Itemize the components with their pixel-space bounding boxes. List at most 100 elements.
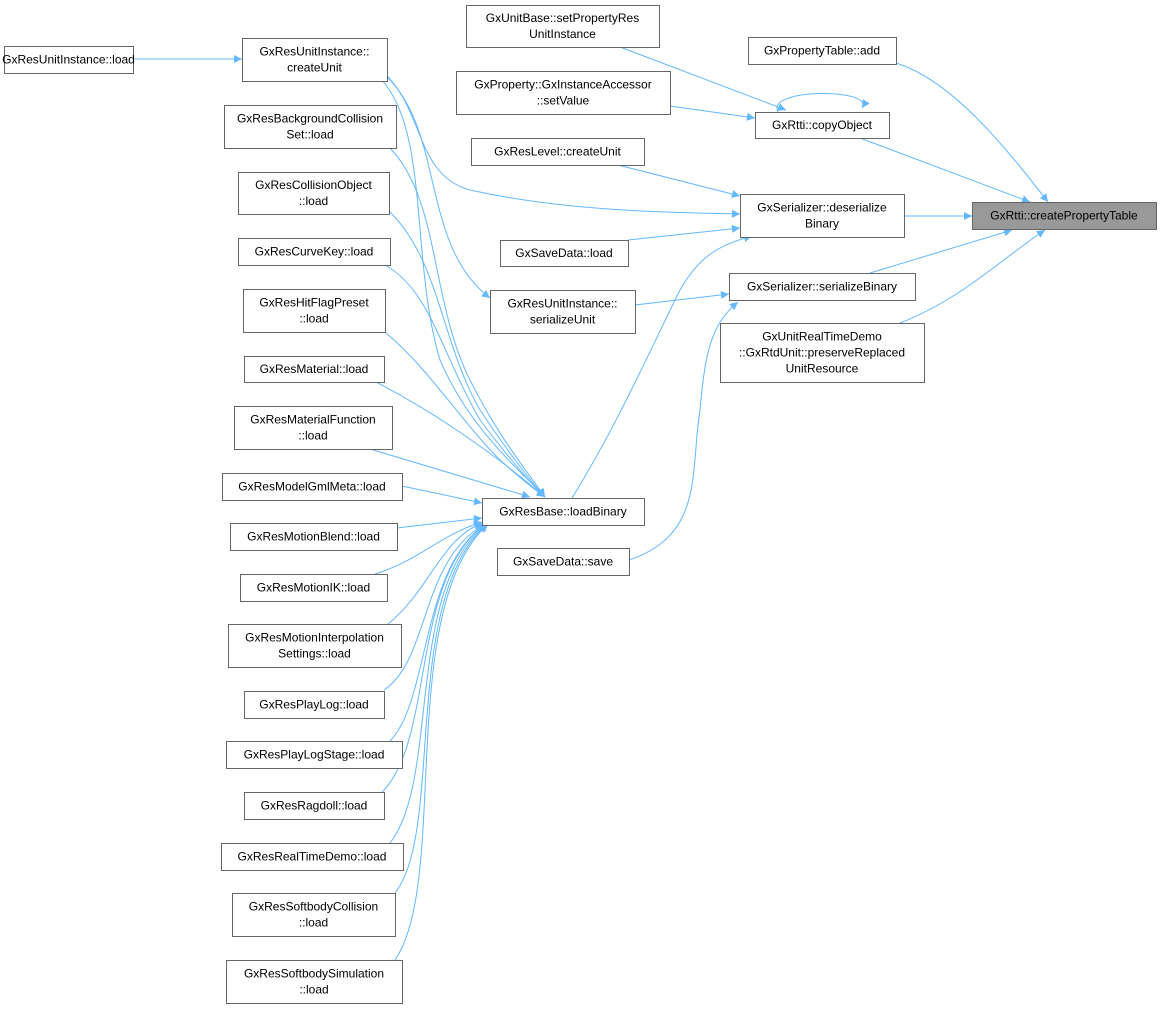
- node-label: GxUnitBase::setPropertyRes: [486, 11, 639, 25]
- node-sbcol[interactable]: GxResSoftbodyCollision::load: [232, 893, 396, 937]
- nodes: GxRtti::createPropertyTable GxPropertyTab…: [2, 5, 1157, 1004]
- node-box: [232, 893, 396, 937]
- node-box: [244, 356, 385, 383]
- node-mik[interactable]: GxResMotionIK::load: [240, 574, 388, 602]
- node-box: [729, 273, 916, 301]
- edge-cunit-to-loadbin: [379, 77, 546, 498]
- node-label: GxResRealTimeDemo::load: [238, 850, 387, 864]
- edge-hitflag-to-loadbin: [384, 331, 546, 498]
- edge-bgcol-to-loadbin: [389, 147, 546, 498]
- node-gml[interactable]: GxResModelGmlMeta::load: [222, 473, 403, 501]
- node-sdsave[interactable]: GxSaveData::save: [497, 548, 630, 576]
- node-rtd[interactable]: GxResRealTimeDemo::load: [221, 843, 404, 871]
- node-box: [234, 406, 393, 450]
- node-box: [497, 548, 630, 576]
- node-label: GxResUnitInstance::load: [2, 53, 135, 67]
- node-ragdoll[interactable]: GxResRagdoll::load: [244, 792, 385, 820]
- node-box: [238, 238, 391, 266]
- node-hitflag[interactable]: GxResHitFlagPreset::load: [243, 289, 386, 333]
- node-colobj[interactable]: GxResCollisionObject::load: [238, 172, 390, 215]
- node-box: [720, 323, 925, 383]
- node-curve[interactable]: GxResCurveKey::load: [238, 238, 391, 266]
- node-sdload[interactable]: GxSaveData::load: [500, 240, 629, 267]
- node-box: [755, 112, 890, 139]
- node-main-function[interactable]: GxRtti::createPropertyTable: [972, 202, 1157, 230]
- node-box: [228, 624, 402, 668]
- edge-mik-to-loadbin: [374, 520, 483, 575]
- node-label: serializeUnit: [530, 313, 596, 327]
- node-preserve[interactable]: GxUnitRealTimeDemo::GxRtdUnit::preserveR…: [720, 323, 925, 383]
- node-copy[interactable]: GxRtti::copyObject: [755, 112, 890, 139]
- node-label: GxResHitFlagPreset: [259, 296, 369, 310]
- node-cunit[interactable]: GxResUnitInstance::createUnit: [242, 38, 388, 82]
- edge-sbcol-to-loadbin: [394, 523, 488, 894]
- node-label: ::load: [298, 429, 327, 443]
- node-uiload[interactable]: GxResUnitInstance::load: [2, 46, 135, 74]
- node-label: GxResUnitInstance::: [507, 297, 617, 311]
- node-label: GxResMotionBlend::load: [247, 530, 380, 544]
- node-label: UnitResource: [786, 362, 859, 376]
- node-label: GxResPlayLogStage::load: [244, 748, 385, 762]
- node-box: [748, 37, 897, 65]
- node-mblend[interactable]: GxResMotionBlend::load: [230, 523, 398, 551]
- node-label: GxResPlayLog::load: [259, 698, 368, 712]
- node-box: [740, 194, 905, 238]
- edge-mblend-to-loadbin: [396, 514, 483, 529]
- node-label: GxResLevel::createUnit: [494, 145, 621, 159]
- node-label: GxResBase::loadBinary: [499, 505, 626, 519]
- node-box: [226, 741, 403, 769]
- node-label: GxPropertyTable::add: [764, 44, 880, 58]
- edges: [133, 46, 1049, 961]
- node-box: [972, 202, 1157, 230]
- edge-plog-to-loadbin: [383, 523, 486, 691]
- node-plog[interactable]: GxResPlayLog::load: [244, 691, 385, 719]
- node-box: [238, 172, 390, 215]
- edge-copy-to-main: [859, 137, 1031, 203]
- node-label: GxSaveData::save: [513, 555, 613, 569]
- node-serunit[interactable]: GxResUnitInstance::serializeUnit: [490, 290, 636, 334]
- node-loadbin[interactable]: GxResBase::loadBinary: [482, 498, 645, 526]
- node-box: [222, 473, 403, 501]
- node-box: [243, 289, 386, 333]
- edge-setval-to-copy: [669, 105, 756, 121]
- edge-setprop-to-copy: [619, 46, 787, 111]
- node-setval[interactable]: GxProperty::GxInstanceAccessor::setValue: [456, 71, 671, 115]
- edge-matfn-to-loadbin: [369, 448, 531, 499]
- node-label: GxResCurveKey::load: [255, 245, 374, 259]
- node-box: [500, 240, 629, 267]
- node-label: GxResMotionInterpolation: [245, 631, 384, 645]
- node-label: ::load: [299, 916, 328, 930]
- edge-lvl-to-deser: [617, 164, 741, 198]
- node-label: Set::load: [286, 128, 333, 142]
- node-label: GxResUnitInstance::: [259, 45, 369, 59]
- node-mat[interactable]: GxResMaterial::load: [244, 356, 385, 383]
- node-lvl[interactable]: GxResLevel::createUnit: [471, 138, 645, 166]
- node-label: createUnit: [287, 61, 342, 75]
- node-ptadd[interactable]: GxPropertyTable::add: [748, 37, 897, 65]
- node-matfn[interactable]: GxResMaterialFunction::load: [234, 406, 393, 450]
- node-box: [244, 792, 385, 820]
- edge-colobj-to-loadbin: [387, 209, 546, 498]
- node-box: [224, 105, 397, 149]
- edge-cunit-to-deser: [382, 71, 741, 218]
- node-box: [490, 290, 636, 334]
- node-plogst[interactable]: GxResPlayLogStage::load: [226, 741, 403, 769]
- node-label: GxResMaterialFunction: [250, 413, 375, 427]
- node-sbsim[interactable]: GxResSoftbodySimulation::load: [226, 960, 403, 1004]
- node-label: GxResCollisionObject: [255, 178, 372, 192]
- node-label: ::load: [299, 983, 328, 997]
- node-label: GxSaveData::load: [515, 246, 612, 260]
- edge-sdsave-to-ser: [628, 301, 739, 561]
- edge-sbsim-to-loadbin: [394, 523, 489, 961]
- edge-ptadd-to-main: [895, 62, 1049, 203]
- node-ser[interactable]: GxSerializer::serializeBinary: [729, 273, 916, 301]
- edge-loadbin-to-deser: [571, 234, 753, 499]
- node-label: ::setValue: [537, 94, 590, 108]
- node-label: GxSerializer::deserialize: [757, 201, 887, 215]
- node-box: [240, 574, 388, 602]
